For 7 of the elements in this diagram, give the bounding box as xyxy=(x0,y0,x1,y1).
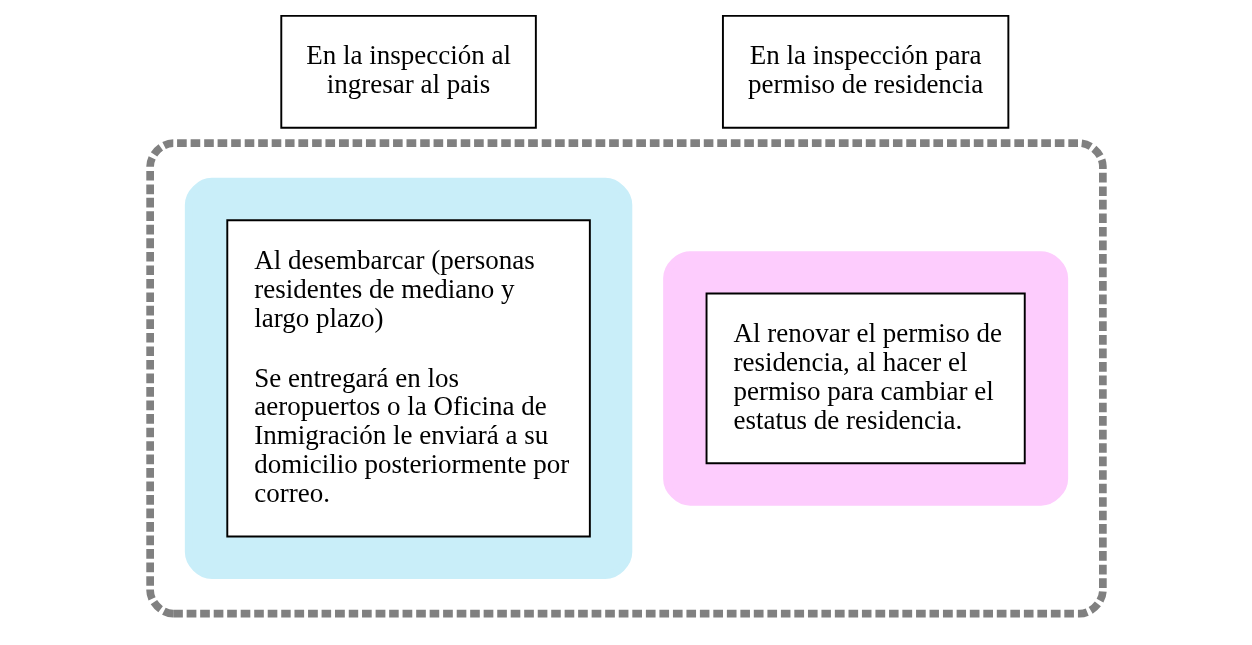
node-box: En la inspección al ingresar al pais xyxy=(279,14,537,129)
node-box: En la inspección para permiso de residencia xyxy=(721,14,1009,129)
node-box: Al desembarcar (personas residentes de mediano y largo plazo) Se entregará en los aeropuertos o la Oficina de Inmigración le enviará a su domicilio posteriormente por correo. xyxy=(225,219,591,538)
cluster xyxy=(662,251,1068,506)
cluster xyxy=(184,177,632,579)
cluster xyxy=(145,139,1107,618)
node-box: Al renovar el permiso de residencia, al hacer el permiso para cambiar el estatus de residencia. xyxy=(705,292,1026,465)
